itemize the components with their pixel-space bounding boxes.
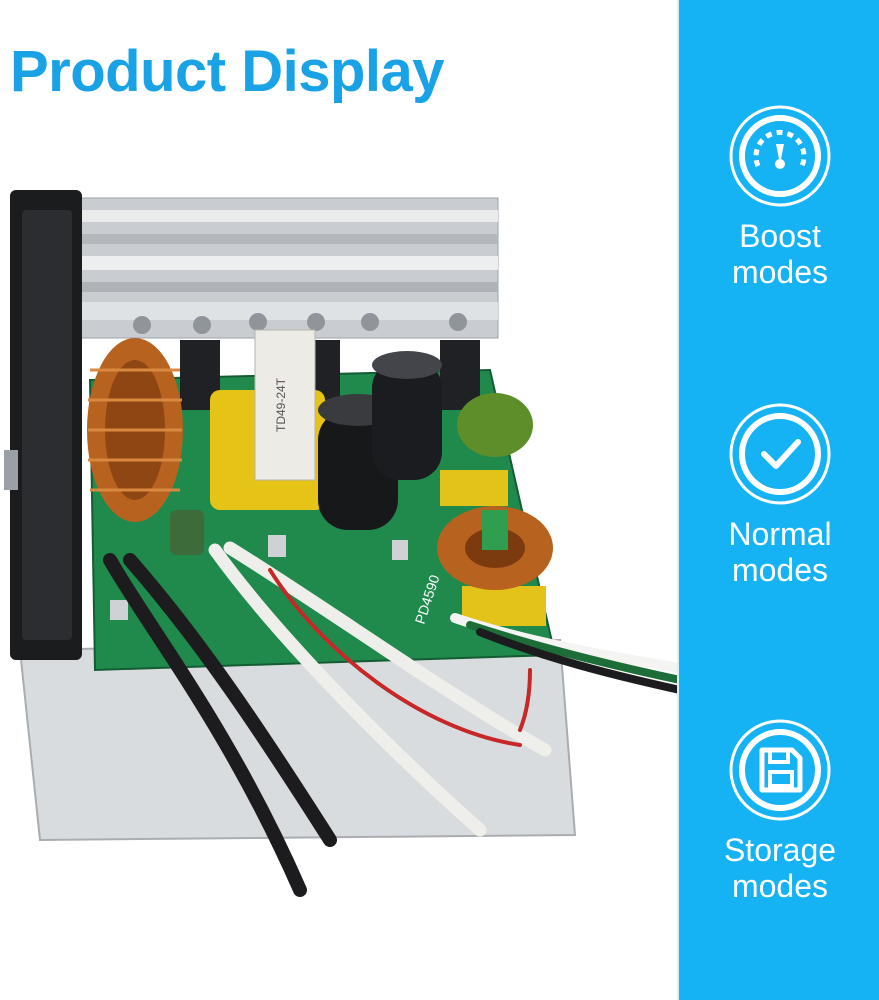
copper-inductor-right xyxy=(437,506,553,590)
floppy-disk-icon xyxy=(728,718,832,822)
feature-boost-line2: modes xyxy=(731,254,829,290)
electrolytic-capacitors xyxy=(318,351,442,530)
feature-normal-line1: Normal xyxy=(728,516,832,552)
green-output-wire xyxy=(466,621,680,684)
feature-boost: Boost modes xyxy=(679,104,879,290)
varistor-disc xyxy=(457,393,533,457)
page-title: Product Display xyxy=(10,39,445,104)
film-capacitor-1 xyxy=(440,470,508,506)
feature-storage-line2: modes xyxy=(731,868,829,904)
transformer: TD49-24T xyxy=(210,329,325,510)
feature-sidebar: Boost modes Normal modes xyxy=(677,0,879,1000)
black-wire-2 xyxy=(123,553,337,847)
black-wire-1 xyxy=(103,553,307,897)
film-capacitor-2 xyxy=(462,586,546,626)
transformer-label: TD49-24T xyxy=(274,377,288,432)
copper-inductor-left xyxy=(87,338,183,522)
feature-normal: Normal modes xyxy=(679,402,879,588)
checkmark-icon xyxy=(728,402,832,506)
feature-storage: Storage modes xyxy=(679,718,879,904)
red-wire xyxy=(268,568,522,747)
aluminum-heatsink xyxy=(77,197,499,339)
white-wire-1 xyxy=(208,543,487,837)
product-photo: TD49-24T PD4590 xyxy=(4,190,680,897)
black-output-wire xyxy=(476,628,680,694)
cooling-fan xyxy=(4,190,82,660)
feature-normal-line2: modes xyxy=(731,552,829,588)
feature-storage-line1: Storage xyxy=(723,832,837,868)
speedometer-icon xyxy=(728,104,832,208)
feature-boost-line1: Boost xyxy=(739,218,821,254)
red-wire-2 xyxy=(518,668,532,732)
